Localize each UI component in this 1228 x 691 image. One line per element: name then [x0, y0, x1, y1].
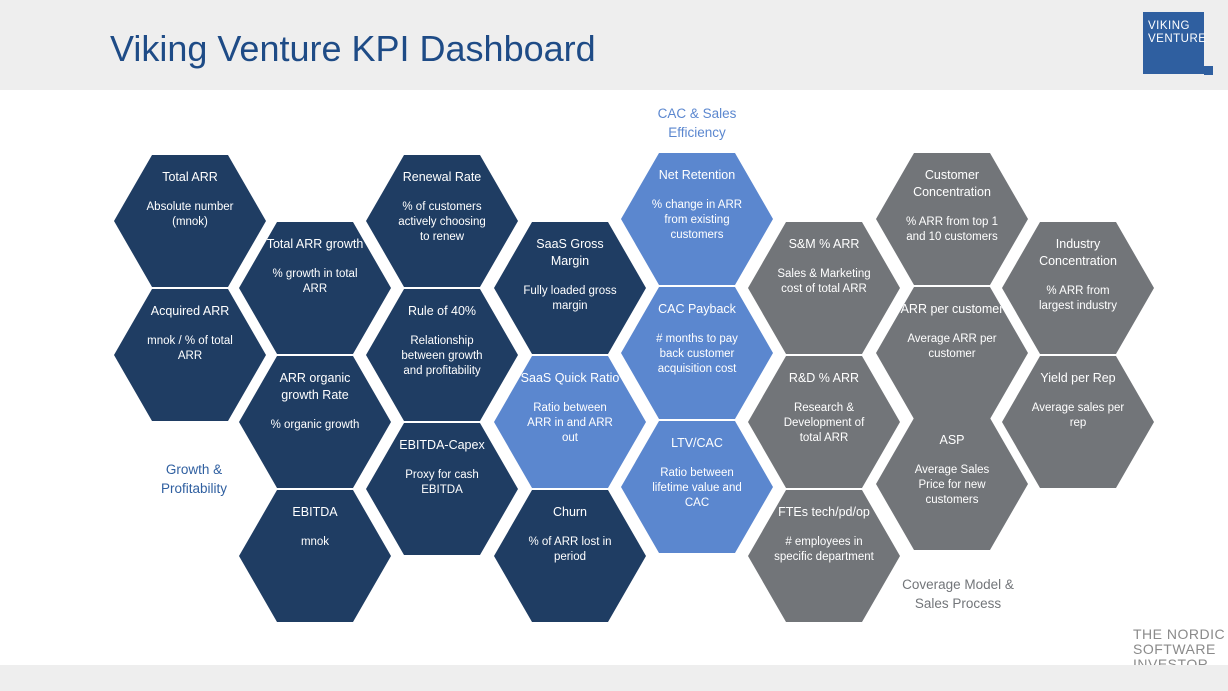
kpi-description: Relationship between growth and profitab…	[401, 335, 483, 377]
kpi-hex-cac-payback: CAC Payback # months to pay back custome…	[621, 287, 773, 419]
category-coverage-model: Coverage Model & Sales Process	[894, 575, 1022, 613]
kpi-hex-arr-per-customer: ARR per customer Average ARR per custome…	[876, 287, 1028, 419]
kpi-title: R&D % ARR	[788, 371, 860, 385]
kpi-description: Absolute number (mnok)	[146, 201, 234, 228]
kpi-description: Ratio between lifetime value and CAC	[652, 467, 742, 509]
kpi-description: % ARR from top 1 and 10 customers	[905, 216, 999, 243]
kpi-description: % of ARR lost in period	[528, 536, 612, 563]
kpi-hex-ebitda: EBITDA mnok	[239, 490, 391, 622]
kpi-hex-renewal-rate: Renewal Rate % of customers actively cho…	[366, 155, 518, 287]
kpi-hex-total-arr-growth: Total ARR growth % growth in total ARR	[239, 222, 391, 354]
kpi-description: Proxy for cash EBITDA	[405, 469, 479, 496]
kpi-title: SaaS Gross Margin	[536, 237, 604, 268]
kpi-description: Sales & Marketing cost of total ARR	[777, 268, 871, 295]
brand-line: SOFTWARE	[1133, 641, 1216, 657]
kpi-hex-saas-gross-margin: SaaS Gross Margin Fully loaded gross mar…	[494, 222, 646, 354]
kpi-title: EBITDA-Capex	[399, 438, 485, 452]
kpi-title: S&M % ARR	[788, 237, 860, 251]
category-line: Efficiency	[668, 125, 726, 140]
kpi-hex-ebitda-capex: EBITDA-Capex Proxy for cash EBITDA	[366, 423, 518, 555]
kpi-hex-arr-organic-growth: ARR organic growth Rate % organic growth	[239, 356, 391, 488]
kpi-title: ARR organic growth Rate	[279, 371, 351, 402]
kpi-title: CAC Payback	[658, 302, 736, 316]
category-line: Sales Process	[914, 596, 1002, 611]
category-line: Coverage Model &	[902, 577, 1014, 592]
kpi-description: mnok / % of total ARR	[147, 335, 233, 362]
category-line: CAC & Sales	[657, 106, 737, 121]
kpi-title: Renewal Rate	[402, 170, 482, 184]
kpi-description: Average ARR per customer	[907, 333, 997, 360]
kpi-hex-sm-arr: S&M % ARR Sales & Marketing cost of tota…	[748, 222, 900, 354]
kpi-description: % change in ARR from existing customers	[651, 199, 743, 241]
category-line: Growth &	[165, 462, 223, 477]
kpi-hex-acquired-arr: Acquired ARR mnok / % of total ARR	[114, 289, 266, 421]
page-title: Viking Venture KPI Dashboard	[110, 28, 596, 69]
kpi-title: ARR per customer	[900, 302, 1004, 316]
brand-line: THE NORDIC	[1133, 626, 1226, 642]
kpi-hex-industry-concentration: Industry Concentration % ARR from larges…	[1002, 222, 1154, 354]
logo-line-2: VENTURE	[1148, 33, 1207, 45]
kpi-title: LTV/CAC	[671, 436, 723, 450]
kpi-description: # employees in specific department	[774, 536, 874, 563]
kpi-title: Total ARR	[162, 170, 218, 184]
kpi-title: ASP	[939, 433, 965, 447]
kpi-title: Customer Concentration	[913, 168, 991, 199]
kpi-hex-customer-concentration: Customer Concentration % ARR from top 1 …	[876, 153, 1028, 285]
category-line: Profitability	[160, 481, 228, 496]
kpi-title: FTEs tech/pd/op	[778, 505, 870, 519]
kpi-title: Yield per Rep	[1040, 371, 1116, 385]
kpi-hex-rd-arr: R&D % ARR Research & Development of tota…	[748, 356, 900, 488]
kpi-hex-ftes: FTEs tech/pd/op # employees in specific …	[748, 490, 900, 622]
kpi-title: Churn	[552, 505, 588, 519]
kpi-description: mnok	[300, 536, 330, 548]
kpi-title: EBITDA	[292, 505, 338, 519]
category-growth-profitability: Growth & Profitability	[148, 460, 240, 498]
kpi-title: Total ARR growth	[266, 237, 364, 251]
logo-square	[1204, 66, 1213, 75]
kpi-title: Acquired ARR	[150, 304, 230, 318]
kpi-title: Net Retention	[658, 168, 736, 182]
kpi-description: Ratio between ARR in and ARR out	[527, 402, 613, 444]
logo-line-1: VIKING	[1148, 20, 1190, 32]
kpi-hex-churn: Churn % of ARR lost in period	[494, 490, 646, 622]
kpi-hex-asp: ASP Average Sales Price for new customer…	[876, 418, 1028, 550]
kpi-description: Research & Development of total ARR	[783, 402, 865, 444]
kpi-hex-rule-of-40: Rule of 40% Relationship between growth …	[366, 289, 518, 421]
kpi-hex-saas-quick-ratio: SaaS Quick Ratio Ratio between ARR in an…	[494, 356, 646, 488]
kpi-title: SaaS Quick Ratio	[520, 371, 620, 385]
kpi-hex-net-retention: Net Retention % change in ARR from exist…	[621, 153, 773, 285]
kpi-description: % of customers actively choosing to rene…	[398, 201, 486, 243]
kpi-description: Fully loaded gross margin	[523, 285, 617, 312]
kpi-description: Average sales per rep	[1031, 402, 1125, 429]
kpi-hex-ltv-cac: LTV/CAC Ratio between lifetime value and…	[621, 421, 773, 553]
kpi-description: # months to pay back customer acquisitio…	[656, 333, 738, 375]
kpi-title: Industry Concentration	[1039, 237, 1117, 268]
kpi-description: Average Sales Price for new customers	[914, 464, 990, 506]
kpi-description: % ARR from largest industry	[1039, 285, 1117, 312]
footer-bar	[0, 665, 1228, 691]
kpi-description: % organic growth	[270, 419, 360, 431]
kpi-description: % growth in total ARR	[272, 268, 358, 295]
kpi-hex-total-arr: Total ARR Absolute number (mnok)	[114, 155, 266, 287]
kpi-title: Rule of 40%	[407, 304, 477, 318]
kpi-hex-yield-per-rep: Yield per Rep Average sales per rep	[1002, 356, 1154, 488]
